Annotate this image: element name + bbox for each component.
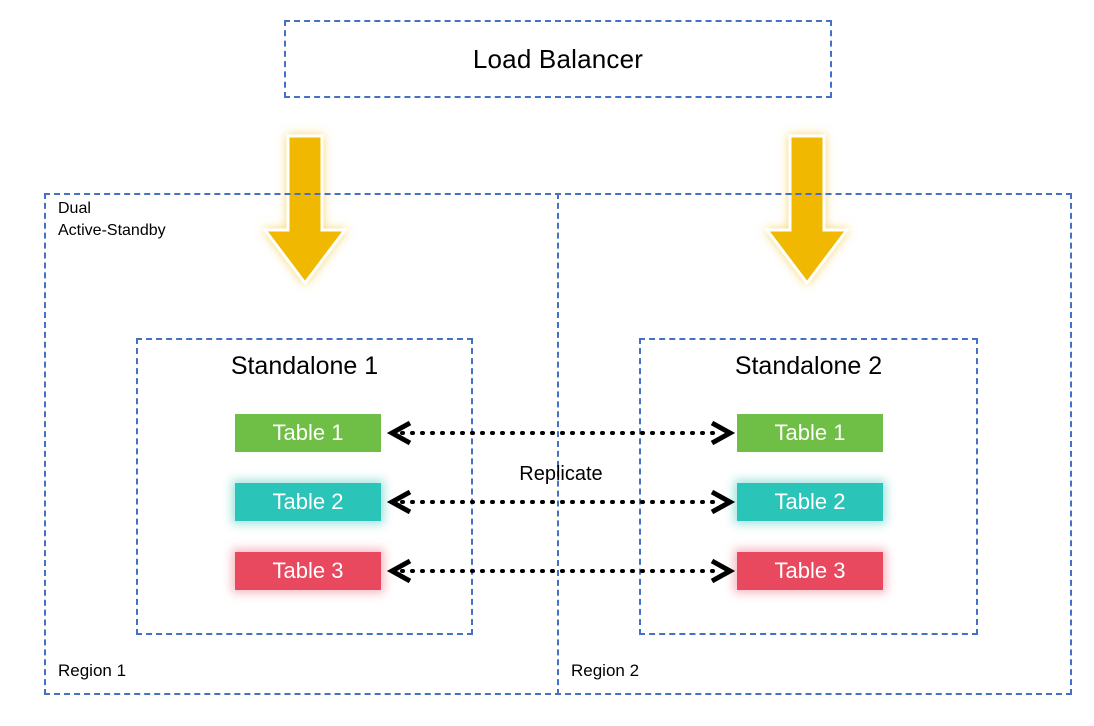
region-1-label: Region 1 — [58, 661, 127, 680]
traffic-down-arrow-icon-region1 — [261, 134, 349, 286]
standalone-1-table-3[interactable]: Table 3 — [235, 552, 381, 590]
region-divider-line — [557, 193, 559, 695]
standalone-2-table-3[interactable]: Table 3 — [737, 552, 883, 590]
region-2-label: Region 2 — [571, 661, 640, 680]
standalone-1-table-2[interactable]: Table 2 — [235, 483, 381, 521]
replicate-arrow-table-3 — [380, 558, 742, 584]
standalone-2-title: Standalone 2 — [734, 352, 883, 380]
standalone-1-title: Standalone 1 — [230, 352, 379, 380]
replicate-arrow-table-2 — [380, 489, 742, 515]
replicate-arrow-table-1 — [380, 420, 742, 446]
replicate-label: Replicate — [519, 463, 603, 485]
standalone-1-box[interactable] — [136, 338, 473, 635]
standalone-2-table-1[interactable]: Table 1 — [737, 414, 883, 452]
load-balancer-box[interactable]: Load Balancer — [284, 20, 832, 98]
standalone-2-table-2[interactable]: Table 2 — [737, 483, 883, 521]
dual-active-standby-label: Dual Active-Standby — [58, 200, 166, 239]
standalone-1-table-1[interactable]: Table 1 — [235, 414, 381, 452]
standalone-2-box[interactable] — [639, 338, 978, 635]
traffic-down-arrow-icon-region2 — [763, 134, 851, 286]
load-balancer-label: Load Balancer — [472, 43, 644, 74]
